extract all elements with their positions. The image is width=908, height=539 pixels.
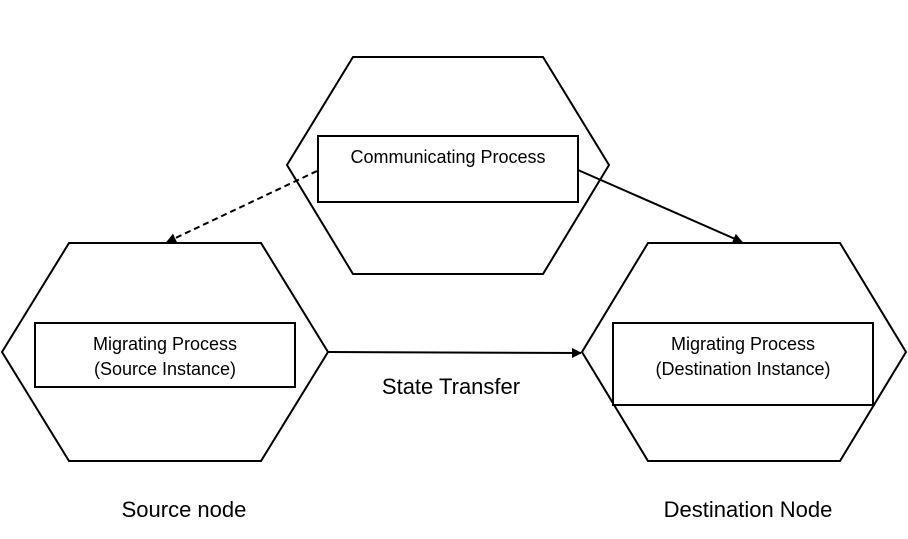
state-transfer-arrow (327, 347, 582, 358)
source-node-caption: Source node (122, 497, 247, 522)
destination-instance-box (612, 322, 874, 406)
communicating-process-label: Communicating Process (350, 147, 545, 167)
source-instance-label-line2: (Source Instance) (94, 359, 236, 379)
arrow-to-destination (577, 169, 743, 243)
destination-instance-label-line1: Migrating Process (671, 334, 815, 354)
source-instance-box (34, 322, 296, 388)
communicating-process-box (317, 135, 579, 203)
state-transfer-label: State Transfer (382, 374, 520, 399)
destination-instance-label-line2: (Destination Instance) (655, 359, 830, 379)
destination-node-caption: Destination Node (664, 497, 833, 522)
source-instance-label-line1: Migrating Process (93, 334, 237, 354)
dashed-arrow-to-source (166, 170, 318, 243)
